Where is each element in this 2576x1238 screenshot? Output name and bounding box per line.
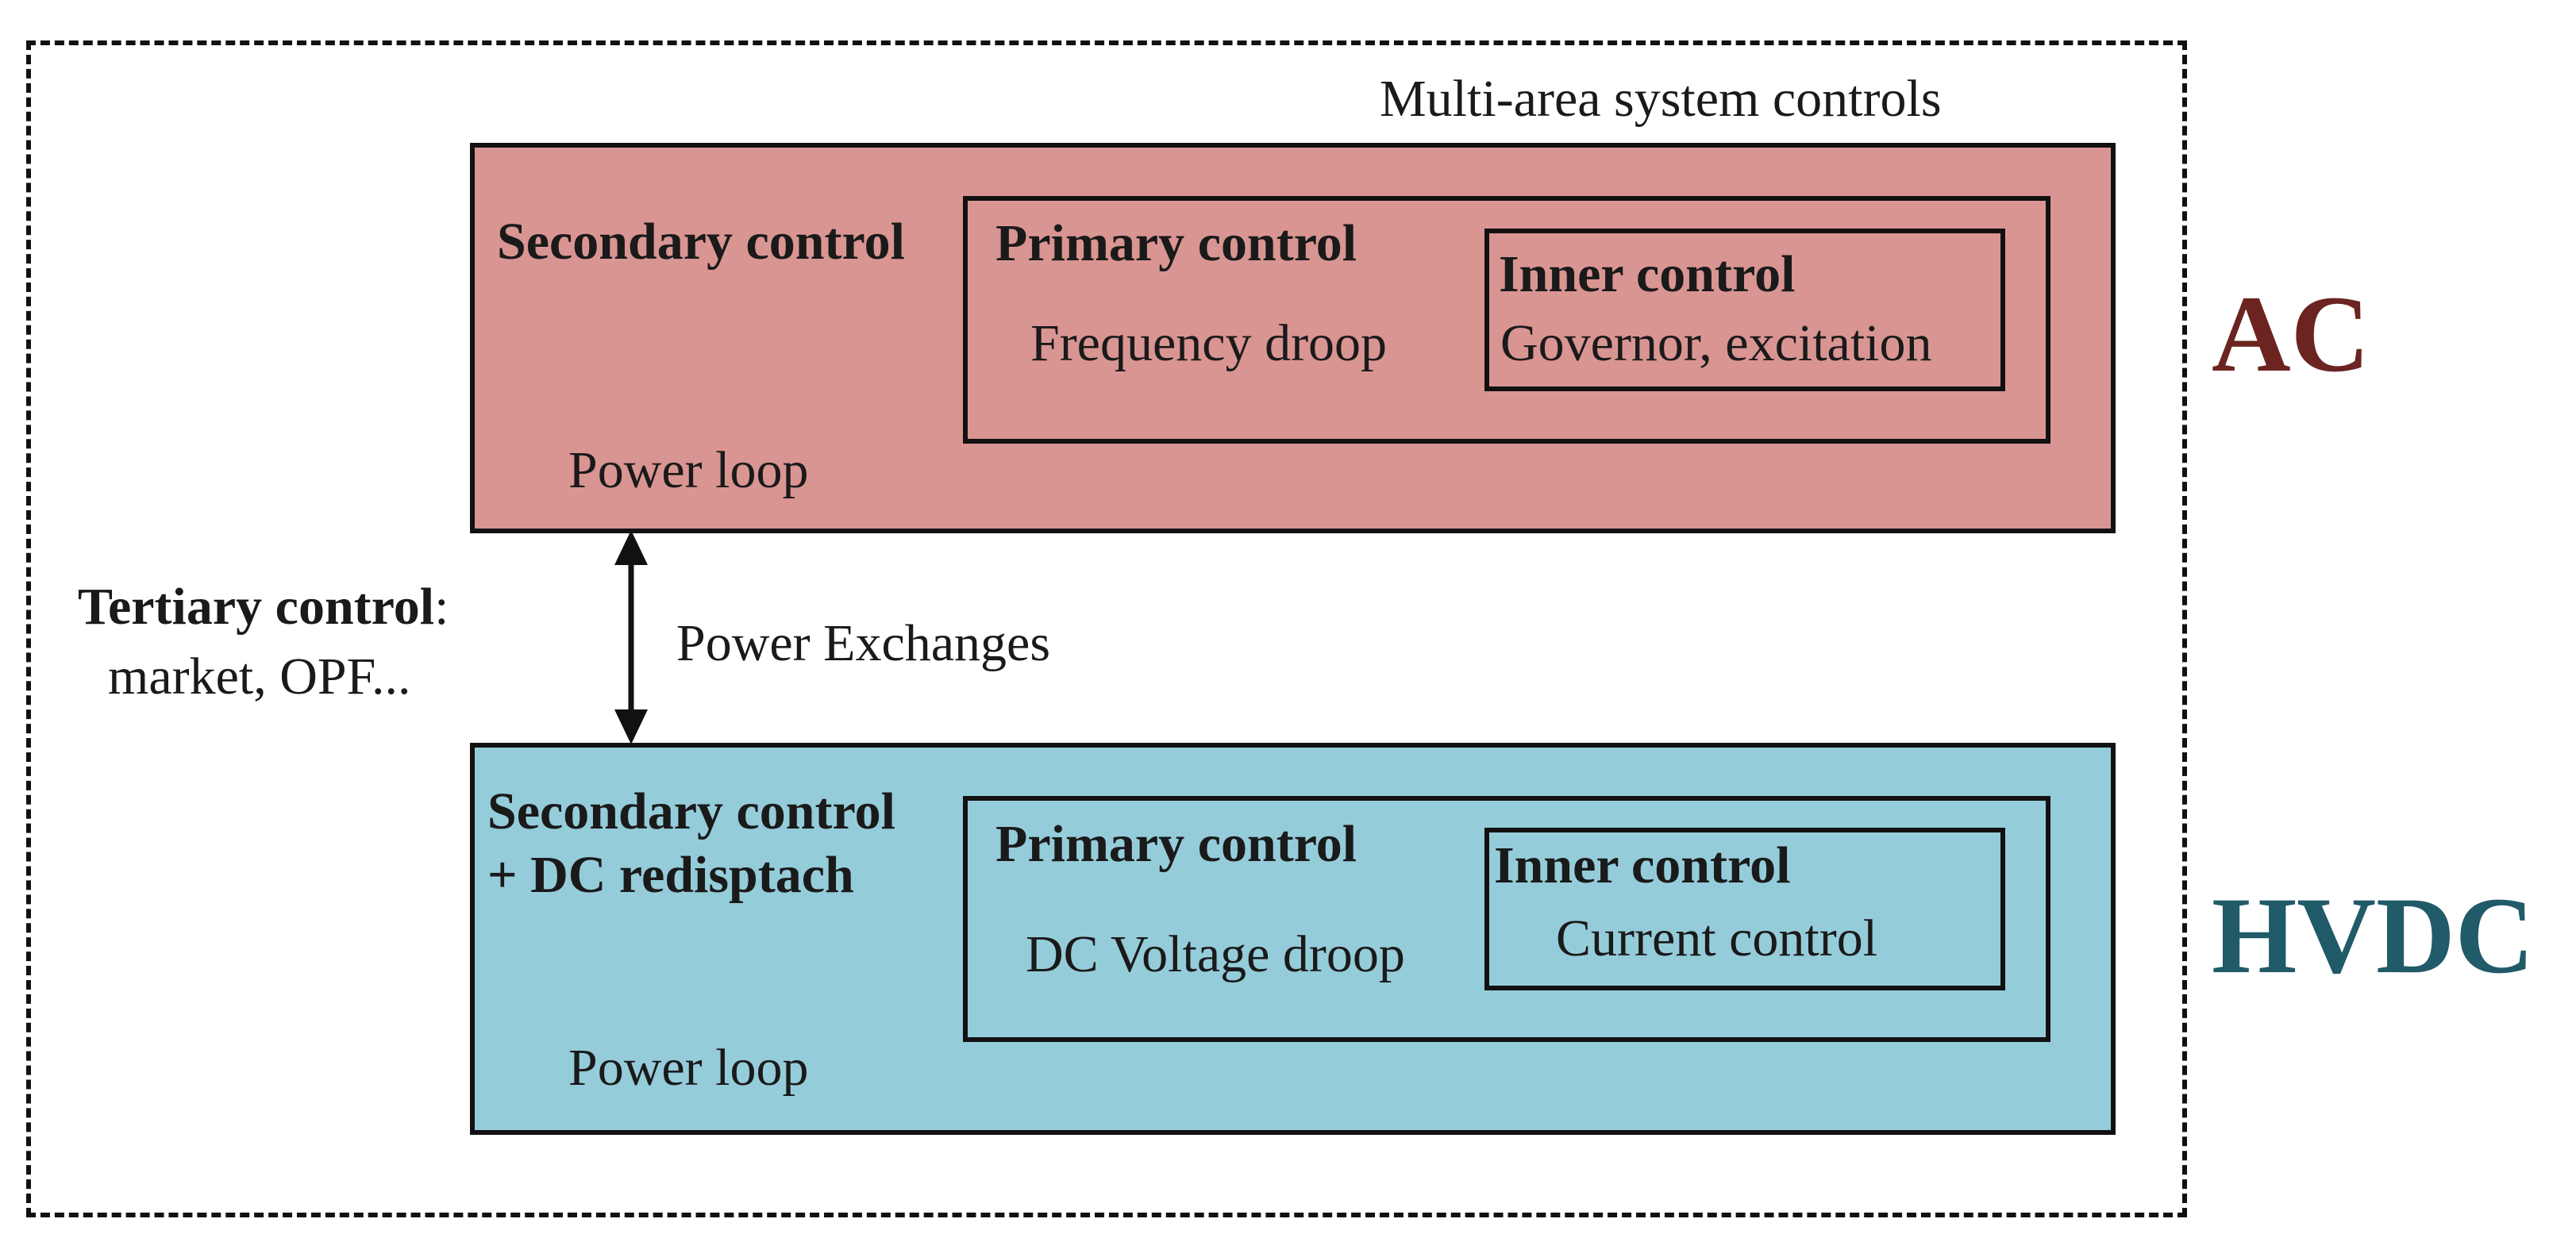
ac-inner-control-box [1484,229,2005,391]
multi-area-title: Multi-area system controls [1380,70,1942,128]
tertiary-control-heading: Tertiary control: [78,581,449,633]
power-exchange-arrow [614,530,648,744]
ac-layer-label: AC [2212,273,2370,394]
hvdc-primary-control-box [963,796,2050,1042]
ac-power-loop-label: Power loop [568,441,809,499]
hvdc-secondary-control-label: Secondary control [487,782,895,840]
hvdc-control-box [470,743,2116,1135]
ac-secondary-control-label: Secondary control [497,213,905,271]
ac-primary-control-title: Primary control [995,214,1357,272]
hvdc-primary-control-title: Primary control [995,815,1357,873]
hvdc-power-loop-label: Power loop [568,1039,809,1097]
ac-primary-detail: Frequency droop [1030,314,1388,372]
hvdc-inner-control-box [1484,828,2005,990]
tertiary-control-detail: market, OPF... [108,648,411,706]
hvdc-inner-control-title: Inner control [1494,836,1791,894]
tertiary-control-colon: : [434,578,449,636]
hvdc-inner-detail: Current control [1556,909,1878,967]
ac-primary-control-box [963,196,2050,444]
power-exchanges-label: Power Exchanges [676,614,1051,672]
ac-control-box [470,143,2116,533]
hvdc-layer-label: HVDC [2212,875,2535,996]
hvdc-primary-detail: DC Voltage droop [1026,925,1405,983]
ac-inner-detail: Governor, excitation [1500,314,1932,372]
hvdc-dc-redispatch-label: + DC redisptach [487,846,854,904]
multi-area-frame [26,40,2187,1217]
tertiary-control-title: Tertiary control [78,578,435,636]
ac-inner-control-title: Inner control [1499,245,1796,303]
